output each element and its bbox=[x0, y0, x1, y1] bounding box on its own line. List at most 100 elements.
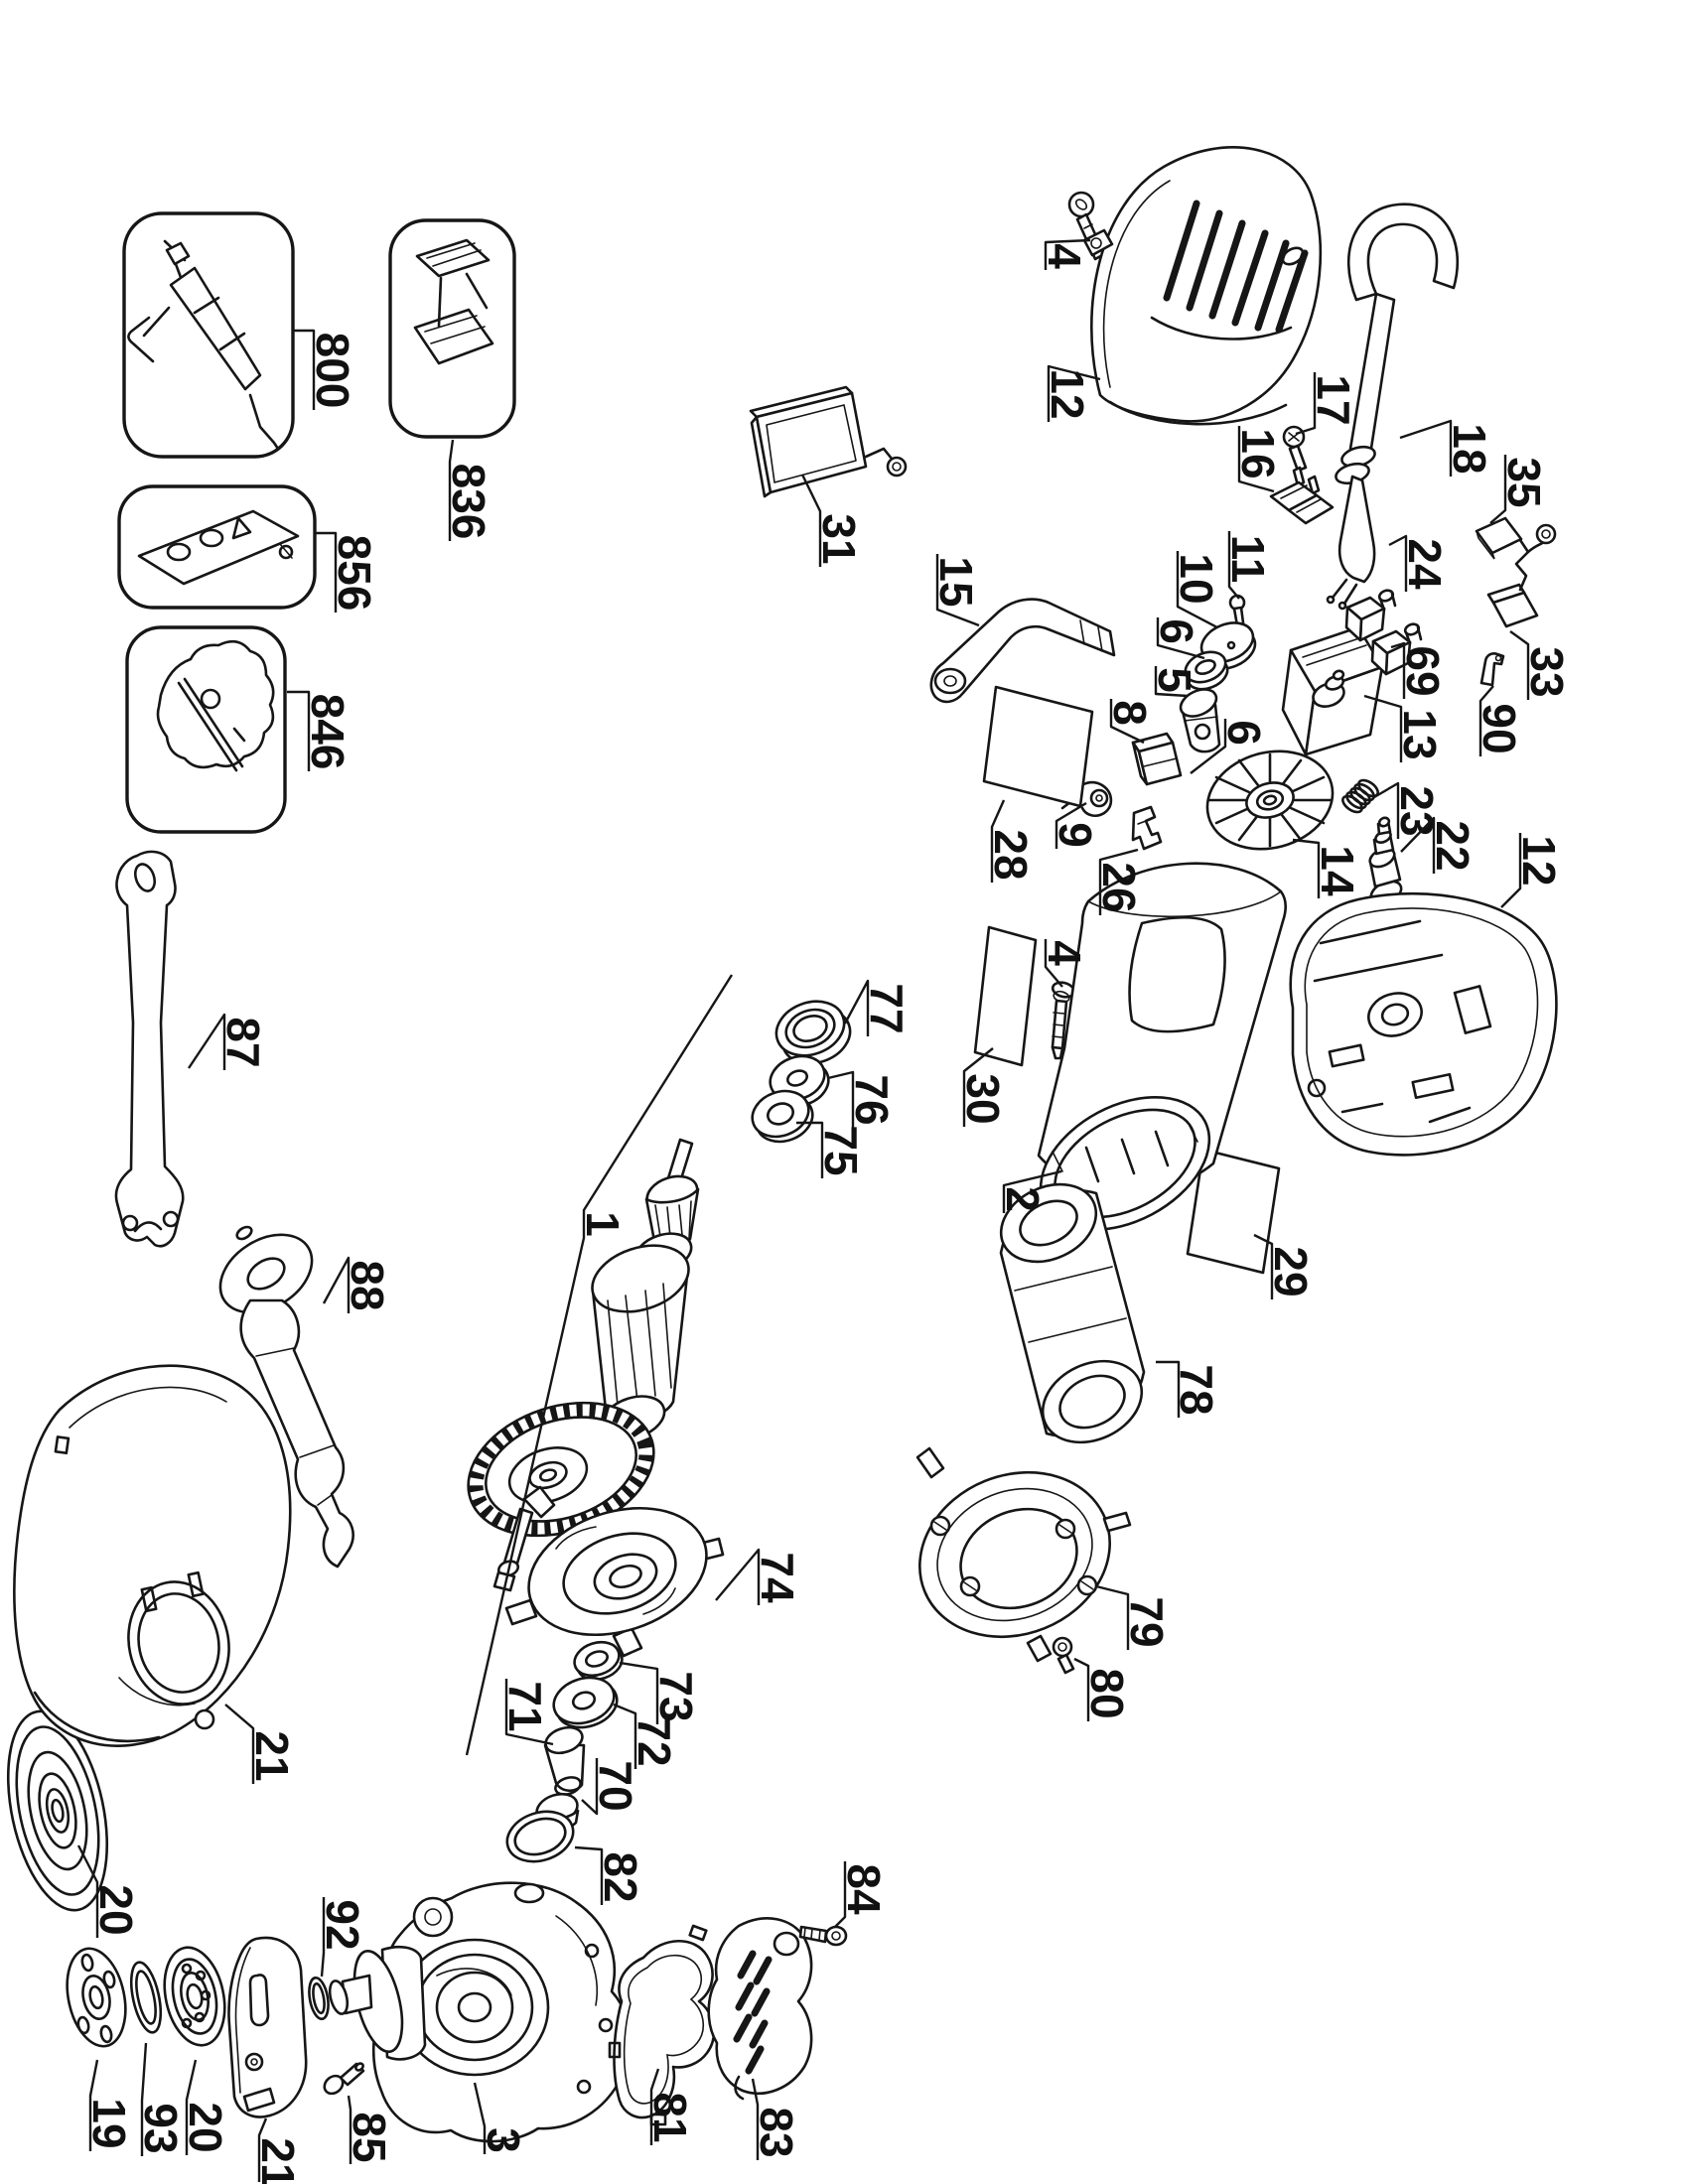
part-callout-4-mid: 4 bbox=[1039, 940, 1090, 966]
leader-line-9 bbox=[1055, 801, 1087, 849]
part-69-brush-holders bbox=[1344, 589, 1423, 676]
part-callout-29: 29 bbox=[1265, 1246, 1317, 1297]
leader-line-17 bbox=[1295, 372, 1317, 436]
part-75-retainer-ring bbox=[751, 1089, 814, 1144]
leader-line-80 bbox=[1073, 1657, 1090, 1721]
part-85-screw bbox=[323, 2062, 365, 2096]
part-callout-88: 88 bbox=[342, 1260, 393, 1310]
part-callout-90: 90 bbox=[1474, 703, 1525, 753]
leader-line-90 bbox=[1478, 685, 1494, 756]
leader-line-23 bbox=[1373, 781, 1400, 839]
leader-line-93 bbox=[140, 2042, 148, 2156]
part-callout-9: 9 bbox=[1050, 822, 1101, 848]
part-callout-6-lower: 6 bbox=[1218, 720, 1270, 746]
part-82-o-ring bbox=[505, 1810, 575, 1863]
part-callout-20-wheel: 20 bbox=[90, 1884, 142, 1935]
part-callout-79: 79 bbox=[1121, 1596, 1173, 1647]
leader-line-20-wheel bbox=[76, 1844, 99, 1938]
leader-line-836 bbox=[448, 439, 455, 541]
part-callout-3: 3 bbox=[478, 2127, 529, 2153]
part-72-washer bbox=[552, 1676, 619, 1729]
part-callout-81: 81 bbox=[644, 2092, 696, 2142]
leader-line-87 bbox=[188, 1013, 226, 1070]
part-callout-856: 856 bbox=[329, 535, 380, 612]
leader-line-76 bbox=[827, 1070, 855, 1128]
leader-line-88 bbox=[322, 1256, 351, 1313]
leader-line-31 bbox=[800, 474, 822, 567]
leader-line-12-right bbox=[1500, 833, 1522, 908]
part-callout-93: 93 bbox=[135, 2103, 187, 2153]
leader-line-72 bbox=[613, 1703, 637, 1769]
part-20-inner-flange bbox=[163, 1946, 226, 2047]
leader-line-800 bbox=[294, 329, 316, 410]
part-callout-17: 17 bbox=[1308, 374, 1359, 425]
part-callout-12-right: 12 bbox=[1513, 835, 1565, 886]
part-87-spanner-wrench bbox=[114, 850, 185, 1248]
part-callout-16: 16 bbox=[1232, 428, 1284, 478]
leader-line-8 bbox=[1109, 699, 1145, 745]
part-33-brush-assembly bbox=[1486, 523, 1557, 628]
leader-line-78 bbox=[1156, 1360, 1181, 1418]
part-16-terminal-block bbox=[1269, 466, 1335, 525]
part-callout-80: 80 bbox=[1081, 1668, 1133, 1718]
part-callout-35: 35 bbox=[1498, 457, 1550, 507]
leader-line-83 bbox=[751, 2078, 760, 2160]
part-callout-14: 14 bbox=[1312, 845, 1363, 896]
part-12-housing-cover-top bbox=[1082, 146, 1323, 426]
part-93-wave-washer bbox=[129, 1961, 163, 2034]
part-35-pad bbox=[1475, 516, 1523, 560]
part-callout-33: 33 bbox=[1521, 646, 1573, 697]
part-callout-71: 71 bbox=[499, 1681, 551, 1731]
part-88-side-handle bbox=[218, 1225, 354, 1569]
leader-line-77 bbox=[843, 979, 870, 1036]
part-callout-20-flange: 20 bbox=[180, 2102, 231, 2152]
part-14-fan bbox=[1205, 750, 1335, 851]
part-84-screw bbox=[798, 1925, 848, 1947]
leader-line-6-lower bbox=[1190, 719, 1227, 774]
leader-line-15 bbox=[935, 554, 980, 627]
leader-line-28 bbox=[990, 799, 1006, 883]
part-21-wheel-guard-large bbox=[13, 1364, 292, 1747]
leader-line-3 bbox=[473, 2082, 487, 2154]
part-78-field-stator bbox=[999, 1182, 1146, 1444]
leader-line-75 bbox=[796, 1121, 824, 1178]
part-callout-21-guard-small: 21 bbox=[252, 2137, 304, 2184]
part-90-ground-bracket bbox=[1479, 652, 1505, 687]
part-2-field-case bbox=[1037, 862, 1288, 1231]
leader-line-5 bbox=[1154, 666, 1189, 698]
part-callout-21-guard-large: 21 bbox=[246, 1730, 298, 1781]
part-24-cord-protector bbox=[1326, 475, 1376, 611]
leader-line-84 bbox=[834, 1861, 847, 1928]
part-callout-2: 2 bbox=[997, 1186, 1049, 1212]
leader-line-79 bbox=[1095, 1584, 1130, 1650]
part-13-switch bbox=[1281, 625, 1384, 756]
part-81-dust-baffle bbox=[608, 1924, 716, 2126]
part-callout-87: 87 bbox=[217, 1017, 269, 1067]
leader-line-24 bbox=[1388, 534, 1408, 592]
part-73-ring bbox=[573, 1640, 624, 1682]
leader-line-26 bbox=[1098, 848, 1139, 915]
part-callout-69: 69 bbox=[1397, 645, 1449, 696]
leader-line-73 bbox=[619, 1661, 659, 1724]
part-19-outer-flange bbox=[66, 1947, 127, 2048]
leader-line-1 bbox=[465, 974, 734, 1756]
part-30-warning-label bbox=[973, 925, 1038, 1067]
leader-line-81 bbox=[649, 2068, 660, 2145]
part-callout-92: 92 bbox=[317, 1899, 368, 1950]
leader-line-33 bbox=[1509, 630, 1530, 700]
part-callout-13: 13 bbox=[1394, 709, 1446, 759]
leader-line-14 bbox=[1292, 838, 1321, 898]
part-callout-19: 19 bbox=[83, 2098, 135, 2148]
leader-line-70 bbox=[581, 1758, 599, 1816]
leader-line-22 bbox=[1400, 816, 1436, 874]
leader-line-71 bbox=[504, 1679, 554, 1746]
part-callout-10: 10 bbox=[1171, 553, 1222, 604]
part-5-bearing-cap bbox=[1179, 688, 1221, 753]
leader-line-74 bbox=[715, 1548, 761, 1605]
part-26-contact-lever bbox=[1131, 805, 1163, 851]
leader-line-4-mid bbox=[1044, 939, 1063, 988]
part-callout-72: 72 bbox=[629, 1715, 680, 1766]
part-15-lock-lever bbox=[929, 598, 1116, 704]
part-callout-85: 85 bbox=[344, 2112, 395, 2162]
